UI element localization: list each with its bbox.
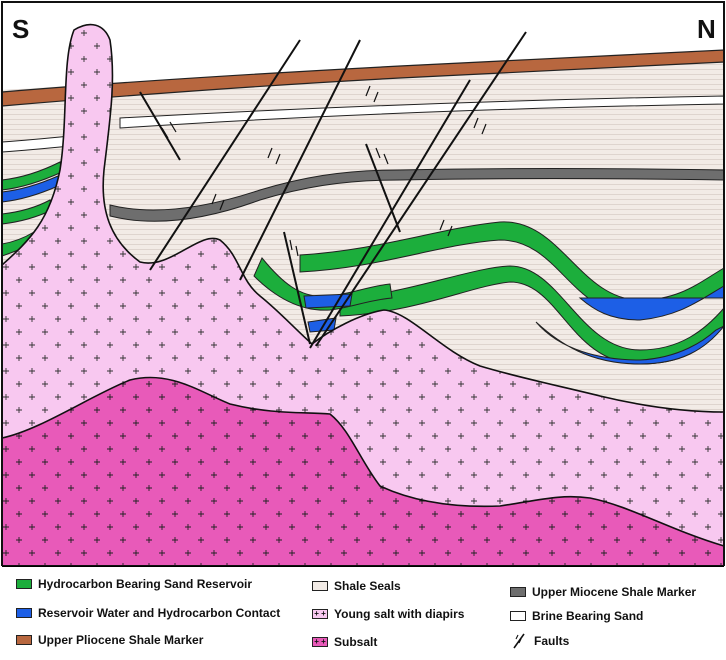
swatch-salt: + + (312, 609, 328, 619)
legend-item-pliocene-shale: Upper Pliocene Shale Marker (16, 633, 203, 647)
legend-item-water-contact: Reservoir Water and Hydrocarbon Contact (16, 606, 280, 620)
swatch-gray (510, 587, 526, 597)
legend-label: Brine Bearing Sand (532, 609, 644, 623)
legend-item-shale-seals: Shale Seals (312, 579, 401, 593)
fault-line (309, 79, 471, 349)
legend-item-hydrocarbon-sand: Hydrocarbon Bearing Sand Reservoir (16, 577, 252, 591)
fault-line (239, 39, 361, 281)
swatch-green (16, 579, 32, 589)
legend-label: Young salt with diapirs (334, 607, 465, 621)
legend-item-miocene-shale: Upper Miocene Shale Marker (510, 585, 696, 599)
fault-line (149, 39, 301, 271)
legend-label: Upper Pliocene Shale Marker (38, 633, 204, 647)
fault-lines (139, 31, 527, 349)
water-contact-graben (303, 293, 353, 309)
water-contact-right-lower (535, 321, 725, 365)
legend-label: Reservoir Water and Hydrocarbon Contact (38, 606, 281, 620)
swatch-brown (16, 635, 32, 645)
legend-label: Shale Seals (334, 579, 401, 593)
legend-label: Hydrocarbon Bearing Sand Reservoir (38, 577, 253, 591)
south-label: S (12, 14, 30, 44)
fault-icon (513, 633, 525, 649)
swatch-white (510, 611, 526, 621)
fault-line (139, 91, 181, 161)
fault-arrows (161, 85, 487, 257)
fault-line (315, 31, 527, 347)
legend-item-brine-sand: Brine Bearing Sand (510, 609, 643, 623)
fault-line (365, 143, 401, 233)
swatch-blue (16, 608, 32, 618)
north-label: N (697, 14, 716, 44)
swatch-shale (312, 581, 328, 591)
legend-item-subsalt: + + Subsalt (312, 635, 377, 649)
water-contact-right-upper (578, 285, 725, 321)
fault-line (283, 231, 311, 345)
legend-label: Subsalt (334, 635, 378, 649)
subsalt-body (1, 376, 725, 566)
legend-item-young-salt: + + Young salt with diapirs (312, 607, 464, 621)
geologic-cross-section (1, 1, 725, 566)
legend: Hydrocarbon Bearing Sand Reservoir Reser… (2, 566, 724, 659)
legend-item-faults: Faults (510, 633, 569, 649)
swatch-subsalt: + + (312, 637, 328, 647)
section-border (1, 1, 725, 566)
hydrocarbon-sand-graben (253, 257, 393, 311)
legend-label: Faults (534, 634, 570, 648)
legend-label: Upper Miocene Shale Marker (532, 585, 697, 599)
